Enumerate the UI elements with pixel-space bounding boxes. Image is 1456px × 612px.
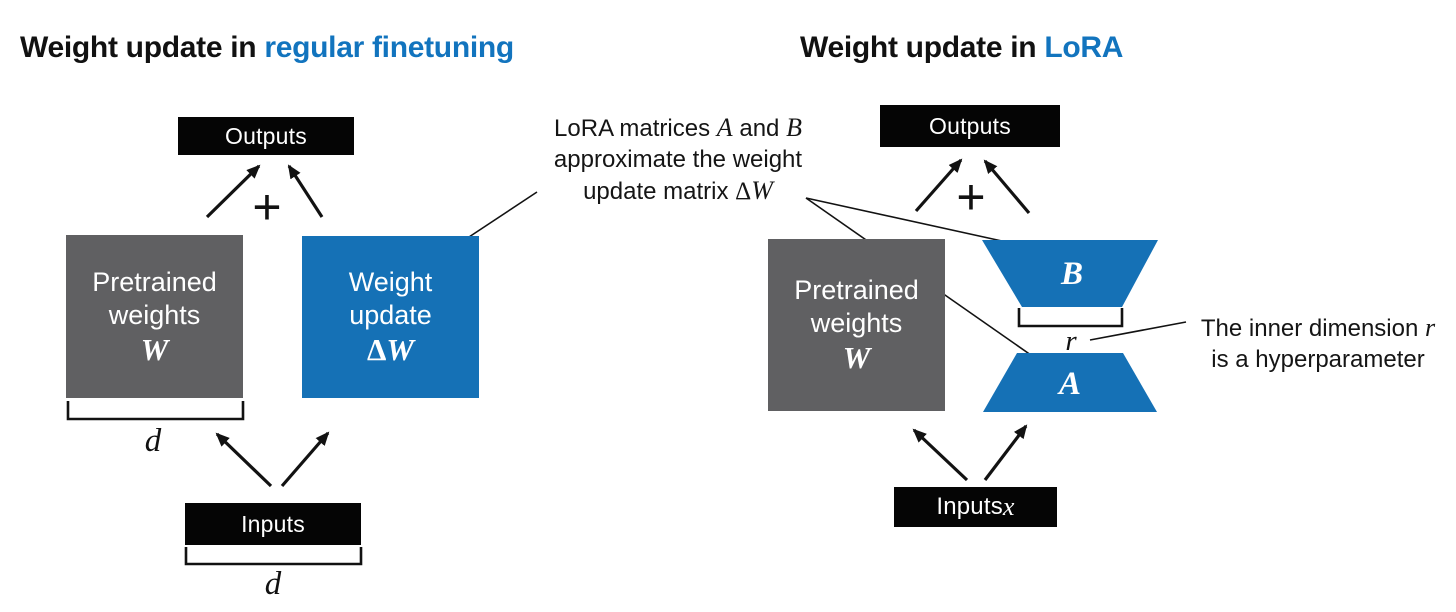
dim-d-weights: d [144, 422, 162, 459]
title-left-highlight: regular finetuning [264, 31, 514, 64]
inputs-label-right: Inputs [936, 493, 1003, 520]
arrow-inputs-to-deltaw [280, 431, 330, 488]
bracket-r [1017, 308, 1124, 328]
pretrained-w-symbol-right: W [842, 340, 871, 375]
leader-to-matrix-b [805, 197, 1012, 244]
math-r: r [1425, 313, 1436, 342]
arrow-ba-to-outputs-lora [983, 159, 1031, 215]
dim-d-inputs: d [264, 565, 282, 602]
lora-matrices-annotation: LoRA matrices A and B approximate the we… [518, 112, 838, 207]
inputs-x-symbol: x [1002, 492, 1015, 521]
inner-dimension-annotation: The inner dimension r is a hyperparamete… [1180, 312, 1456, 375]
inputs-label-left: Inputs [241, 510, 305, 537]
bracket-d-inputs [184, 547, 363, 566]
matrix-b-label: B [1060, 255, 1083, 292]
outputs-box-left: Outputs [178, 117, 354, 155]
outputs-label-left: Outputs [225, 122, 307, 149]
pretrained-line1-right: Pretrained [794, 275, 919, 305]
rank-r-label: r [1065, 324, 1077, 357]
title-right-prefix: Weight update in [800, 31, 1045, 64]
math-b: B [786, 113, 802, 142]
annotation-line3: update matrix ΔW [583, 176, 773, 205]
plus-sign-right: + [956, 169, 986, 225]
weight-update-line2: update [349, 300, 432, 330]
math-delta: Δ [735, 178, 752, 205]
arrow-deltaw-to-outputs [287, 164, 324, 218]
matrix-a-trapezoid [983, 353, 1157, 412]
plus-sign-left: + [252, 179, 282, 235]
annotation-line1: LoRA matrices A and B [554, 113, 802, 142]
pretrained-weights-box-right: Pretrained weights W [768, 239, 945, 411]
weight-update-box: Weight update ΔW [302, 236, 479, 398]
inputs-box-left: Inputs [185, 503, 361, 545]
title-right-highlight: LoRA [1044, 31, 1124, 64]
annotation-line2: approximate the weight [553, 146, 803, 173]
inner-dim-line1: The inner dimension r [1200, 313, 1436, 342]
title-regular-finetuning: Weight update in regular finetuning [20, 31, 514, 65]
inner-dim-line2: is a hyperparameter [1211, 346, 1425, 373]
title-lora: Weight update in LoRA [800, 31, 1123, 65]
arrow-inputs-to-a-lora [983, 424, 1028, 481]
matrix-a-label: A [1058, 365, 1081, 402]
math-w: W [751, 176, 773, 205]
delta-w-symbol: ΔW [366, 332, 414, 367]
leader-to-rank-label [1089, 321, 1187, 341]
outputs-box-right: Outputs [880, 105, 1060, 147]
bracket-d-weights [66, 401, 245, 421]
pretrained-line1: Pretrained [92, 266, 217, 297]
arrow-w-to-outputs [205, 164, 261, 219]
title-left-prefix: Weight update in [20, 31, 265, 64]
arrow-inputs-to-w [215, 432, 273, 488]
outputs-label-right: Outputs [929, 112, 1011, 139]
arrow-w-to-outputs-lora [914, 158, 963, 213]
math-a: A [716, 113, 733, 142]
pretrained-line2: weights [108, 299, 201, 330]
weight-update-line1: Weight [348, 267, 433, 297]
arrow-inputs-to-w-lora [912, 428, 969, 482]
pretrained-w-symbol: W [140, 331, 169, 367]
matrix-b-trapezoid [982, 240, 1158, 307]
pretrained-line2-right: weights [810, 308, 903, 338]
inputs-box-right: Inputs x [894, 487, 1057, 527]
leader-to-deltaw-box [468, 191, 538, 238]
pretrained-weights-box-left: Pretrained weights W [66, 235, 243, 398]
